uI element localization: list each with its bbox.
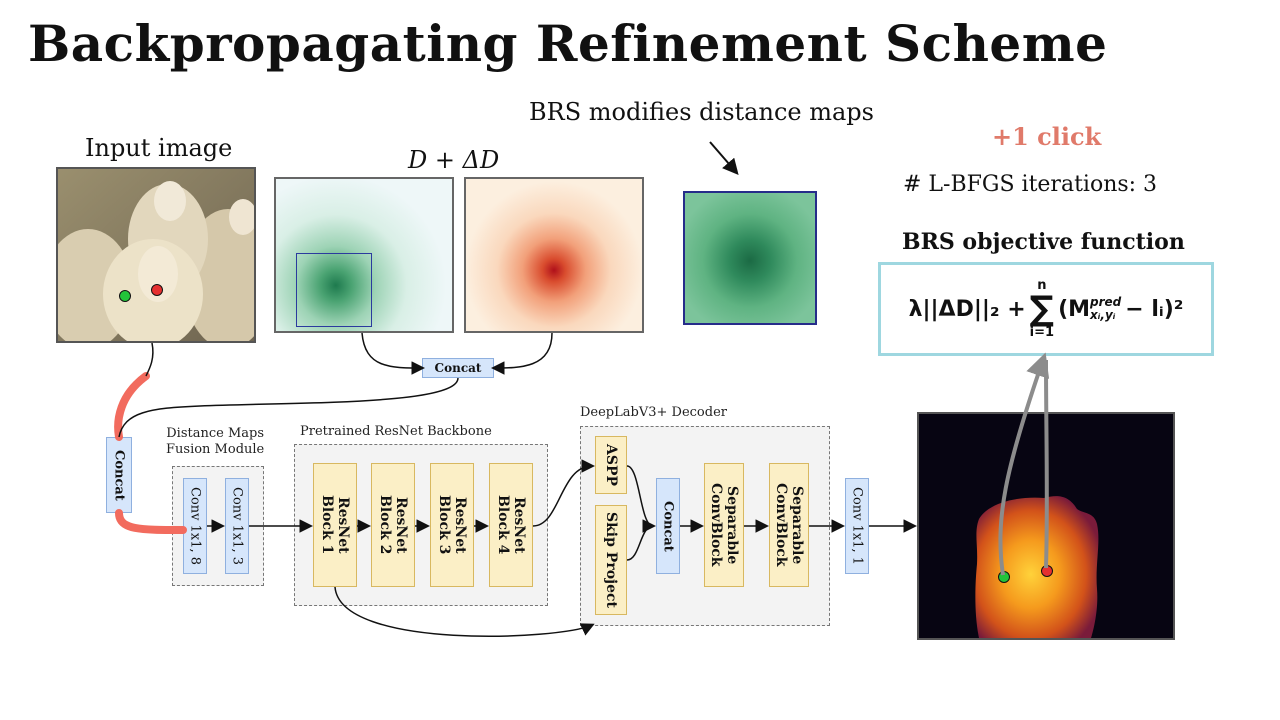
sep1-label: Separable ConvBlock — [708, 483, 741, 567]
skip-project-block: Skip Project — [595, 505, 627, 615]
sheep-photo — [58, 169, 254, 341]
backprop-arrow-top — [114, 372, 150, 441]
formula-sub: xᵢ,yᵢ — [1090, 308, 1116, 322]
map1-to-concat — [361, 332, 425, 375]
resnet-block-1: ResNet Block 1 — [313, 463, 357, 587]
input-image-label: Input image — [85, 134, 233, 162]
concat-left-label: Concat — [111, 449, 127, 501]
objective-formula-box: λ||ΔD||₂ + n ∑ i=1 (M pred xᵢ,yᵢ − lᵢ)² — [878, 262, 1214, 356]
backbone-label: Pretrained ResNet Backbone — [300, 424, 492, 439]
formula-tail: − lᵢ)² — [1125, 296, 1184, 322]
formula-sum: n ∑ i=1 — [1030, 279, 1054, 339]
fusion-label-line2: Fusion Module — [166, 442, 265, 458]
decoder-label: DeepLabV3+ Decoder — [580, 405, 727, 420]
conv-1x1-8-block: Conv 1x1, 8 — [183, 478, 207, 574]
separable-convblock-1: Separable ConvBlock — [704, 463, 744, 587]
concat-top-label: Concat — [434, 361, 482, 375]
objective-title: BRS objective function — [902, 229, 1185, 255]
conv-out-block: Conv 1x1, 1 — [845, 478, 869, 574]
pointer-arrow — [709, 141, 739, 176]
input-image — [56, 167, 256, 343]
formula-sum-top: n — [1037, 278, 1047, 293]
formula-body: (M — [1058, 296, 1091, 322]
conv-1x1-3-block: Conv 1x1, 3 — [225, 478, 249, 574]
formula-sup: pred — [1090, 294, 1122, 309]
conv-out-label: Conv 1x1, 1 — [849, 486, 865, 566]
positive-distance-map — [274, 177, 454, 333]
d-plus-delta-label: D + ΔD — [408, 146, 500, 174]
resnet-block-4: ResNet Block 4 — [489, 463, 533, 587]
plus-click-label: +1 click — [992, 122, 1102, 151]
resnet-block-3: ResNet Block 3 — [430, 463, 474, 587]
resnet3-label: ResNet Block 3 — [436, 495, 469, 555]
positive-click-marker — [119, 290, 131, 302]
page-title: Backpropagating Refinement Scheme — [28, 14, 1108, 73]
resnet1-label: ResNet Block 1 — [319, 495, 352, 555]
brs-modifies-label: BRS modifies distance maps — [529, 98, 874, 126]
aspp-block: ASPP — [595, 436, 627, 494]
resnet2-label: ResNet Block 2 — [377, 495, 410, 555]
backprop-arrow-bottom — [115, 509, 187, 534]
gradient-arrow-negative — [1044, 359, 1049, 569]
map2-to-concat — [491, 332, 553, 375]
resnet4-label: ResNet Block 4 — [495, 495, 528, 555]
gradient-arrow-positive — [998, 352, 1050, 576]
lbfgs-iterations-label: # L-BFGS iterations: 3 — [903, 172, 1158, 197]
sep2-label: Separable ConvBlock — [773, 483, 806, 567]
modified-region-box — [296, 253, 372, 327]
concat-mid-label: Concat — [660, 500, 676, 552]
prediction-heatmap — [975, 496, 1099, 638]
conv1-label: Conv 1x1, 8 — [187, 486, 203, 566]
skip-label: Skip Project — [603, 512, 620, 608]
formula-lambda-term: λ||ΔD||₂ + — [908, 296, 1026, 322]
concat-mid-block: Concat — [656, 478, 680, 574]
concat-top-to-left — [118, 377, 459, 438]
fusion-module-label: Distance Maps Fusion Module — [166, 426, 264, 459]
modified-distance-map — [683, 191, 817, 325]
negative-click-marker — [151, 284, 163, 296]
resnet-block-2: ResNet Block 2 — [371, 463, 415, 587]
conv2-label: Conv 1x1, 3 — [229, 486, 245, 566]
formula-scripts: pred xᵢ,yᵢ — [1090, 294, 1122, 322]
formula-sum-bottom: i=1 — [1029, 325, 1055, 340]
formula-sum-symbol: ∑ — [1029, 289, 1055, 329]
separable-convblock-2: Separable ConvBlock — [769, 463, 809, 587]
concat-top-block: Concat — [422, 358, 494, 378]
aspp-label: ASPP — [603, 443, 620, 487]
fusion-label-line1: Distance Maps — [166, 426, 264, 441]
input-to-concat — [145, 342, 154, 377]
negative-distance-map — [464, 177, 644, 333]
